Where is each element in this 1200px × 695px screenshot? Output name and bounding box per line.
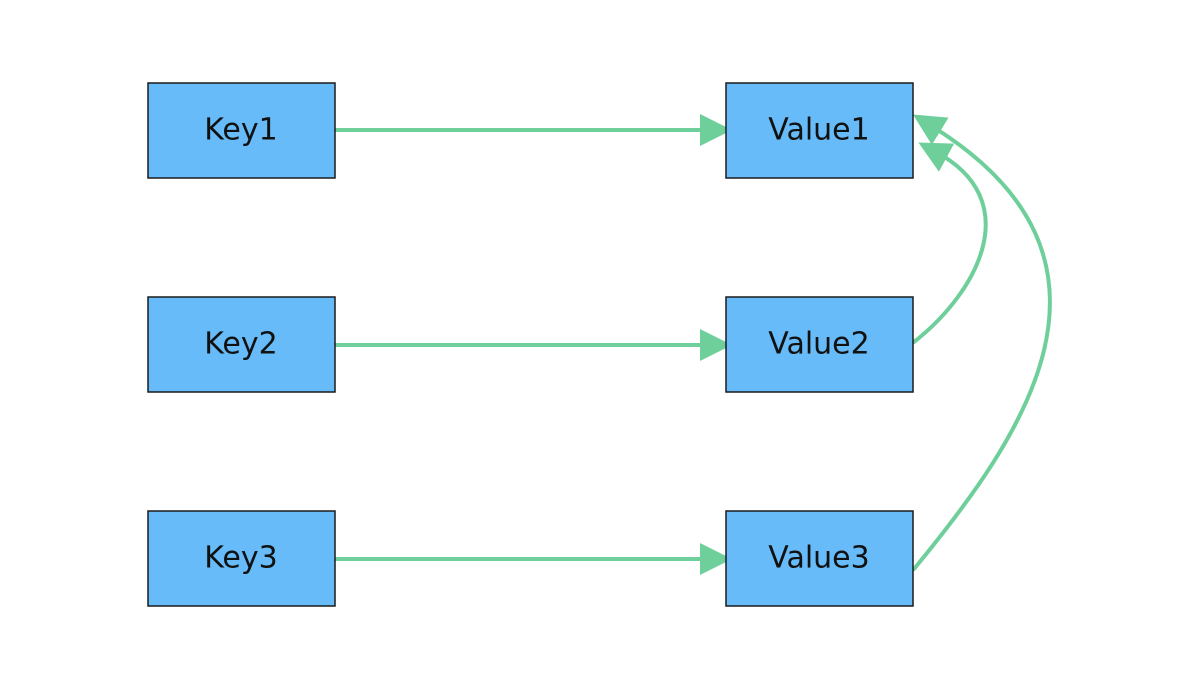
edge-value2-value1 bbox=[912, 142, 988, 344]
key-label-1: Key1 bbox=[204, 113, 277, 148]
key-label-2: Key2 bbox=[204, 327, 277, 362]
value-label-1: Value1 bbox=[768, 113, 869, 148]
key-node-3: Key3 bbox=[147, 510, 336, 607]
value-label-3: Value3 bbox=[768, 541, 869, 576]
edge-value3-value1 bbox=[912, 114, 1052, 571]
key-node-2: Key2 bbox=[147, 296, 336, 393]
value-node-3: Value3 bbox=[725, 510, 914, 607]
key-node-1: Key1 bbox=[147, 82, 336, 179]
value-node-1: Value1 bbox=[725, 82, 914, 179]
value-label-2: Value2 bbox=[768, 327, 869, 362]
key-label-3: Key3 bbox=[204, 541, 277, 576]
value-node-2: Value2 bbox=[725, 296, 914, 393]
